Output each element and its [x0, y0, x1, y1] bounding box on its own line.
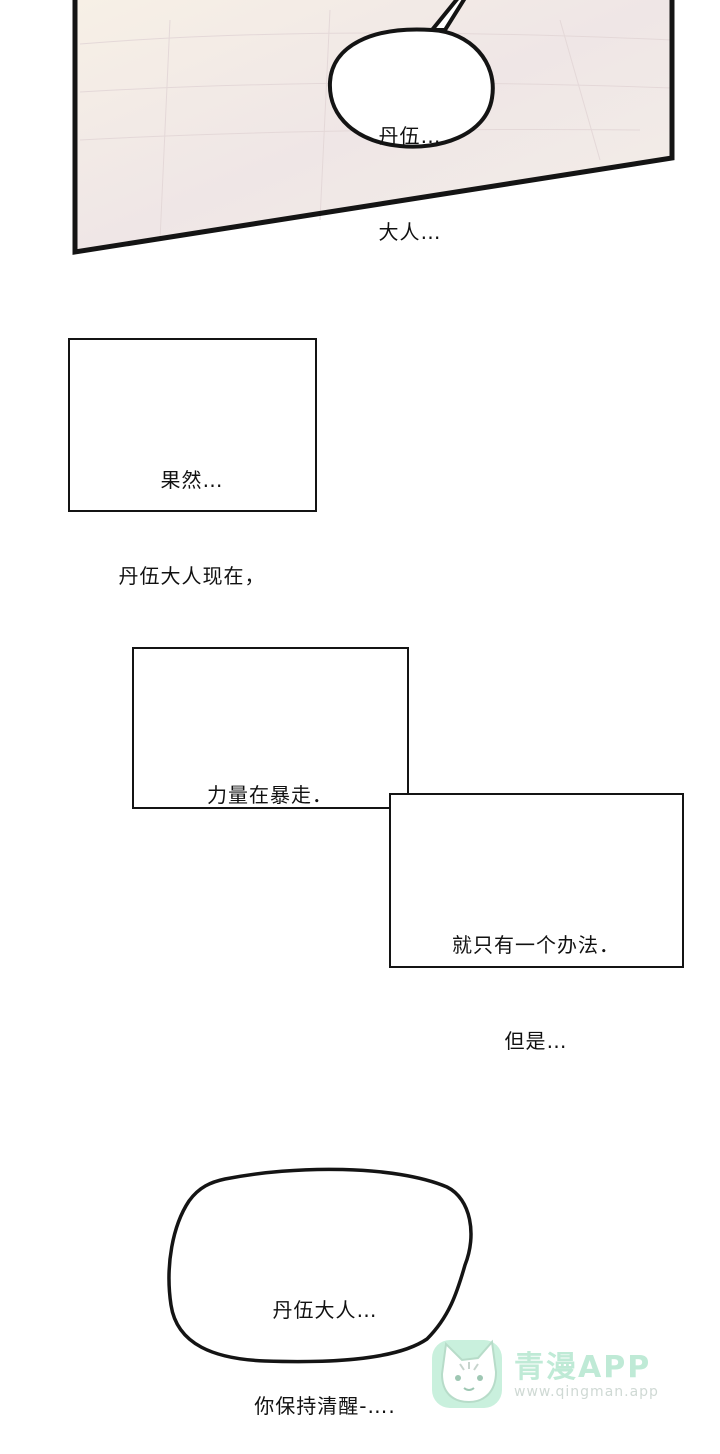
caption-1-line-1: 果然…: [160, 468, 224, 492]
caption-1-line-2: 丹伍大人现在，: [118, 564, 266, 588]
caption-box-3: 就只有一个办法． 但是…: [389, 793, 684, 1053]
top-bubble-line-2: 大人…: [378, 220, 442, 244]
top-speech-bubble: [327, 0, 495, 149]
caption-box-2: 力量在暴走．: [132, 647, 409, 809]
caption-box-1: 果然… 丹伍大人现在，: [68, 338, 317, 588]
top-bubble-text: 丹伍… 大人…: [330, 56, 490, 280]
bottom-bubble-text: 丹伍大人… 你保持清醒-….: [200, 1230, 450, 1454]
top-bubble-line-1: 丹伍…: [378, 124, 442, 148]
panel-border: [72, 0, 675, 255]
watermark-url: www.qingman.app: [514, 1384, 659, 1400]
bottom-bubble-line-2: 你保持清醒-….: [254, 1394, 396, 1418]
caption-2-line-1: 力量在暴走．: [207, 783, 333, 807]
caption-1-text: 果然… 丹伍大人现在，: [70, 400, 314, 656]
floor-tiles: [79, 9, 673, 241]
watermark-title: 青漫APP: [514, 1350, 652, 1385]
watermark: 青漫APP www.qingman.app: [430, 1332, 680, 1412]
caption-join-mask: [391, 795, 407, 807]
bottom-bubble-line-1: 丹伍大人…: [272, 1298, 378, 1322]
caption-3-line-2: 但是…: [504, 1029, 568, 1053]
caption-2-text: 力量在暴走．: [134, 715, 406, 875]
cat-face-icon: [432, 1339, 502, 1408]
bottom-speech-bubble: [167, 1167, 473, 1364]
caption-3-text: 就只有一个办法． 但是…: [391, 865, 681, 1121]
caption-3-line-1: 就只有一个办法．: [452, 933, 620, 957]
